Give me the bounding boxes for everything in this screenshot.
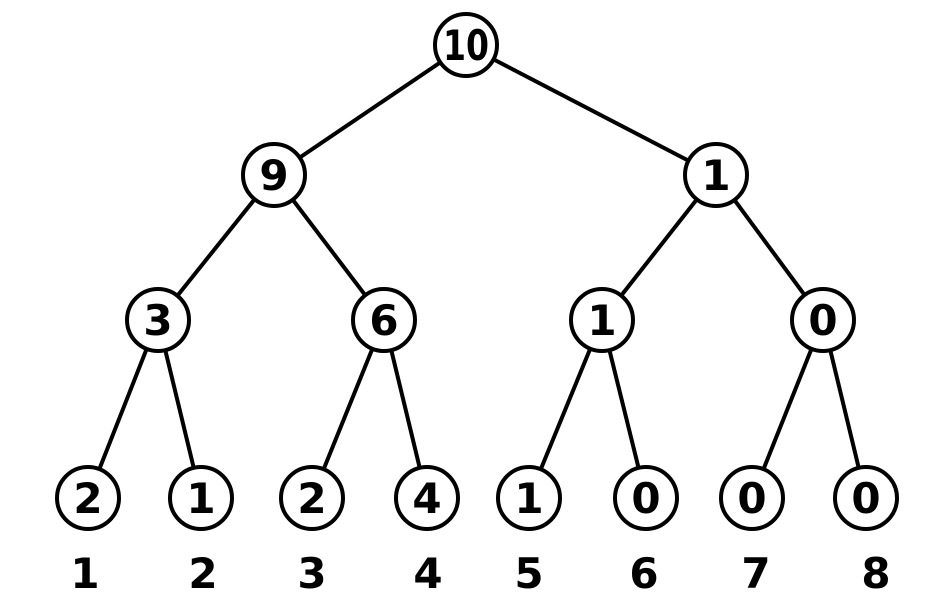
- node-circle: [719, 465, 785, 531]
- tree-node-rr: 0: [790, 287, 856, 353]
- tree-leaf-lll: 2: [55, 465, 121, 531]
- node-circle: [125, 287, 191, 353]
- tree-leaf-rrl: 0: [719, 465, 785, 531]
- node-value: 1: [514, 474, 543, 523]
- edge-root-left: [272, 43, 468, 177]
- leaf-index-label-8: 8: [861, 549, 890, 598]
- tree-edges: [86, 43, 868, 499]
- leaf-index-label-6: 6: [629, 549, 658, 598]
- tree-node-ll: 3: [125, 287, 191, 353]
- tree-leaf-rll: 1: [496, 465, 562, 531]
- node-value: 1: [701, 151, 730, 200]
- node-value: 0: [737, 474, 766, 523]
- node-value: 4: [412, 474, 441, 523]
- node-circle: [569, 287, 635, 353]
- leaf-index-label-5: 5: [514, 549, 543, 598]
- tree-node-r: 1: [683, 142, 749, 208]
- tree-node-lr: 6: [351, 287, 417, 353]
- node-value: 6: [369, 296, 398, 345]
- tree-leaf-rrr: 0: [833, 465, 899, 531]
- tree-leaf-lrr: 4: [394, 465, 460, 531]
- leaf-index-label-1: 1: [70, 549, 99, 598]
- node-value: 3: [143, 296, 172, 345]
- edge-root-right: [465, 43, 717, 177]
- node-value: 0: [851, 474, 880, 523]
- tree-node-l: 9: [241, 142, 307, 208]
- leaf-index-labels: 1 2 3 4 5 6 7 8: [70, 549, 890, 598]
- node-value: 0: [808, 296, 837, 345]
- node-value: 1: [587, 296, 616, 345]
- node-circle: [496, 465, 562, 531]
- leaf-index-label-7: 7: [741, 549, 770, 598]
- node-circle: [433, 12, 499, 78]
- node-circle: [613, 465, 679, 531]
- node-circle: [790, 287, 856, 353]
- leaf-index-label-2: 2: [188, 549, 217, 598]
- tree-node-root: 10: [433, 12, 499, 78]
- leaf-index-label-3: 3: [297, 549, 326, 598]
- node-circle: [279, 465, 345, 531]
- node-circle: [683, 142, 749, 208]
- node-circle: [241, 142, 307, 208]
- node-value: 2: [73, 474, 102, 523]
- node-value: 0: [631, 474, 660, 523]
- node-circle: [168, 465, 234, 531]
- node-circle: [55, 465, 121, 531]
- node-circle: [394, 465, 460, 531]
- leaf-index-label-4: 4: [413, 549, 442, 598]
- node-value: 10: [443, 21, 489, 70]
- tree-leaf-lrl: 2: [279, 465, 345, 531]
- tree-leaf-llr: 1: [168, 465, 234, 531]
- tree-leaf-rlr: 0: [613, 465, 679, 531]
- node-value: 1: [186, 474, 215, 523]
- tree-node-rl: 1: [569, 287, 635, 353]
- node-value: 9: [259, 151, 288, 200]
- node-value: 2: [297, 474, 326, 523]
- node-circle: [833, 465, 899, 531]
- node-circle: [351, 287, 417, 353]
